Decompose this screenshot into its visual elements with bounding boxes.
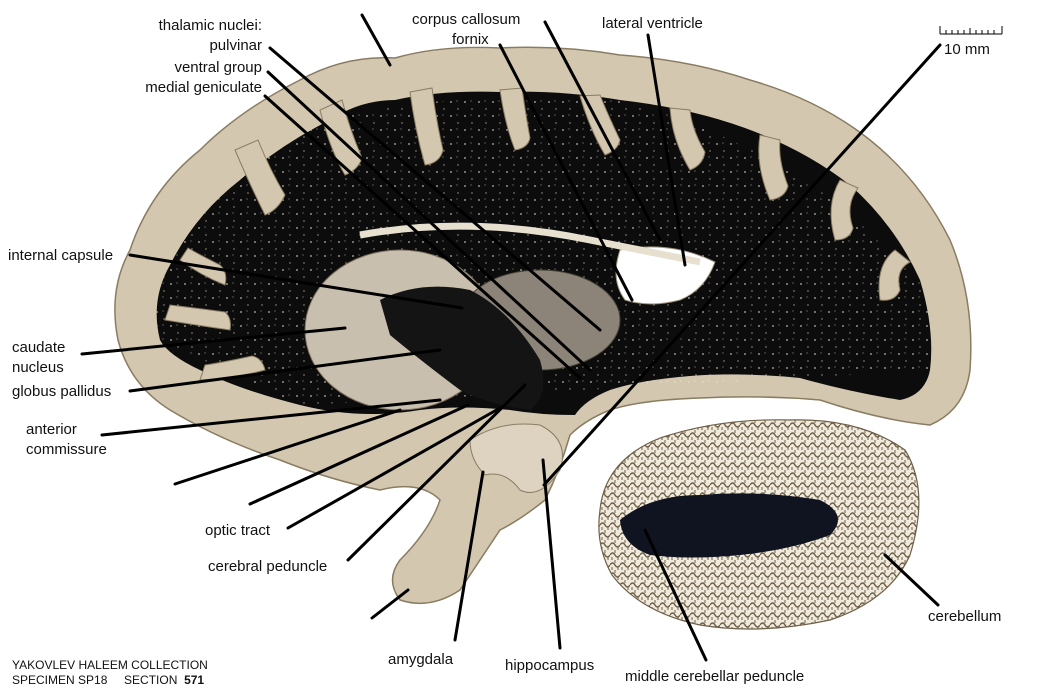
label-thalamic-nuclei: thalamic nuclei:	[158, 17, 262, 34]
footer-specimen: SPECIMEN SP18	[12, 673, 108, 687]
label-medial-geniculate: medial geniculate	[145, 79, 262, 96]
footer-section-label: SECTION	[124, 673, 178, 687]
label-pulvinar: pulvinar	[209, 37, 262, 54]
label-globus-pallidus: globus pallidus	[12, 383, 112, 400]
footer-specimen-line: SPECIMEN SP18 SECTION 571	[12, 673, 208, 688]
label-hippocampus: hippocampus	[505, 657, 595, 674]
label-cerebral-peduncle: cerebral peduncle	[208, 558, 328, 575]
label-optic-tract: optic tract	[205, 522, 271, 539]
label-fornix: fornix	[452, 31, 489, 48]
footer-collection: YAKOVLEV HALEEM COLLECTION	[12, 658, 208, 672]
label-caudate-nucleus-line2: nucleus	[12, 359, 64, 376]
footer-credit: YAKOVLEV HALEEM COLLECTION SPECIMEN SP18…	[12, 658, 208, 688]
scale-bar-label: 10 mm	[944, 41, 990, 58]
internal-capsule-fibers	[380, 286, 544, 410]
footer-section-number: 571	[184, 673, 205, 687]
cerebellar-white-matter	[620, 493, 838, 558]
label-lateral-ventricle: lateral ventricle	[602, 15, 703, 32]
label-middle-cerebellar-peduncle: middle cerebellar peduncle	[625, 668, 805, 685]
leader-lines	[80, 13, 942, 662]
label-internal-capsule: internal capsule	[8, 247, 114, 264]
label-anterior-commissure-line1: anterior	[26, 421, 77, 438]
label-ventral-group: ventral group	[174, 59, 262, 76]
label-anterior-commissure-line2: commissure	[26, 441, 107, 458]
label-amygdala: amygdala	[388, 651, 454, 668]
label-cerebellum: cerebellum	[928, 608, 1002, 625]
label-caudate-nucleus-line1: caudate	[12, 339, 66, 356]
label-corpus-callosum: corpus callosum	[412, 11, 521, 28]
scale-bar	[939, 26, 1003, 35]
corpus-callosum-band	[359, 222, 701, 266]
